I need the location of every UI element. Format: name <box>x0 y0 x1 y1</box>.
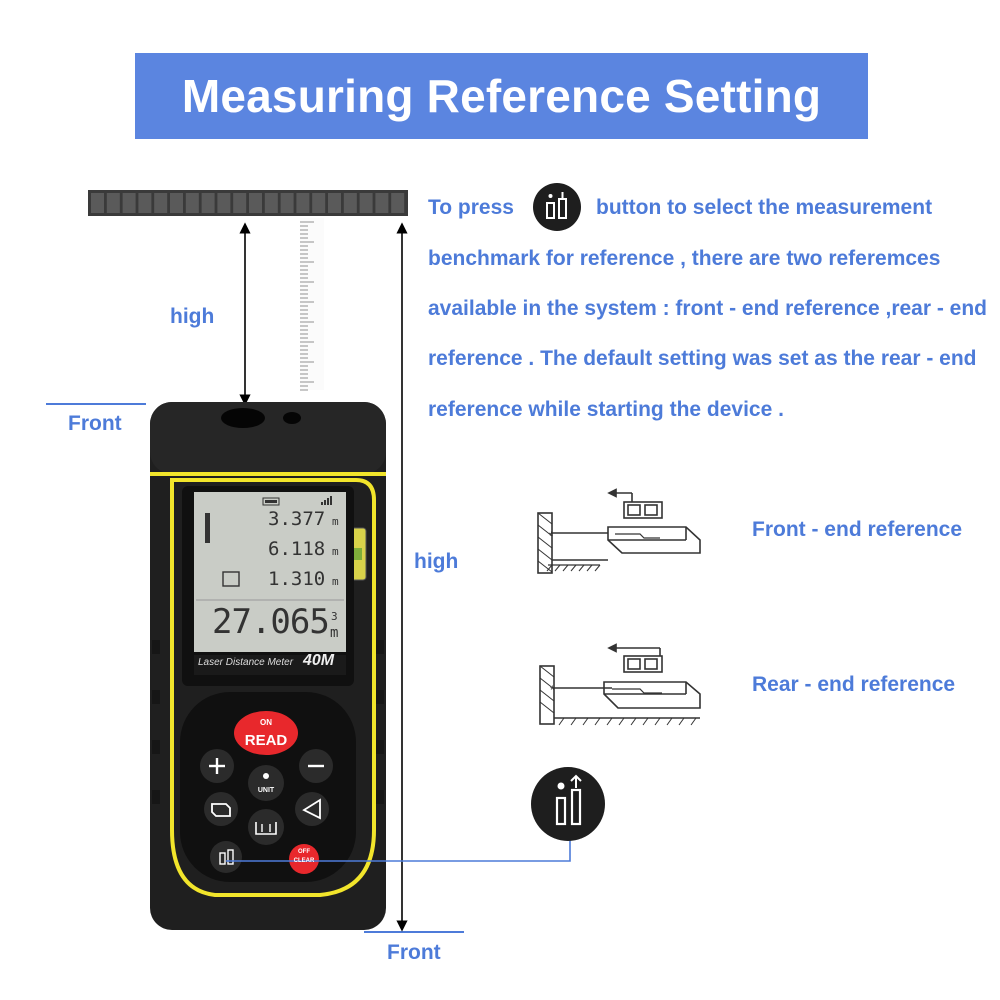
rear-end-diagram: * <box>539 643 701 726</box>
description-line-1: To press <box>428 196 514 220</box>
title-banner: Measuring Reference Setting <box>135 53 868 139</box>
description-text-1: button to select the measurement <box>596 196 933 219</box>
description-text-3: available in the system : front - end re… <box>428 297 988 320</box>
off-button-top-label: OFF <box>298 848 310 855</box>
vertical-ruler <box>300 218 324 391</box>
display-line-1: 3.377 <box>268 508 326 530</box>
description-text-2: benchmark for reference , there are two … <box>428 247 941 270</box>
read-button[interactable]: READ <box>244 731 288 749</box>
unit-button[interactable]: UNIT <box>257 786 275 794</box>
page-title: Measuring Reference Setting <box>181 70 822 122</box>
ceiling-strip <box>88 190 408 216</box>
reference-button-icon <box>533 183 581 231</box>
front-label-left: Front <box>68 412 122 435</box>
display-main-value: 27.065 <box>212 602 330 642</box>
rear-reference-label: Rear - end reference <box>752 673 956 696</box>
front-line-left <box>46 403 146 405</box>
reference-icon-zoomed <box>531 767 605 841</box>
high-label-side: high <box>414 550 459 573</box>
front-line-bottom <box>364 931 464 933</box>
front-end-diagram: * <box>537 488 701 574</box>
svg-text:*: * <box>550 683 555 697</box>
high-label-top: high <box>170 305 215 328</box>
connector-line <box>226 838 571 862</box>
display-line-2: 6.118 <box>268 538 326 560</box>
front-label-bottom: Front <box>387 941 441 964</box>
display-line-3: 1.310 <box>268 568 326 590</box>
laser-distance-meter <box>150 402 386 930</box>
model-range: 40M <box>303 652 335 669</box>
display-unit-3: m <box>332 575 339 588</box>
display-unit-1: m <box>332 515 339 528</box>
clear-button[interactable]: CLEAR <box>293 857 315 864</box>
read-button-top-label: ON <box>260 717 272 727</box>
display-unit-2: m <box>332 545 339 558</box>
front-reference-label: Front - end reference <box>752 518 963 541</box>
model-label: Laser Distance Meter <box>198 657 294 668</box>
display-superscript: 3 <box>331 610 338 623</box>
display-main-unit: m <box>330 625 339 641</box>
description-text-5: reference while starting the device . <box>428 398 784 421</box>
description-text-4: reference . The default setting was set … <box>428 347 977 370</box>
description-prefix: To press <box>428 196 514 219</box>
svg-text:*: * <box>549 529 554 543</box>
